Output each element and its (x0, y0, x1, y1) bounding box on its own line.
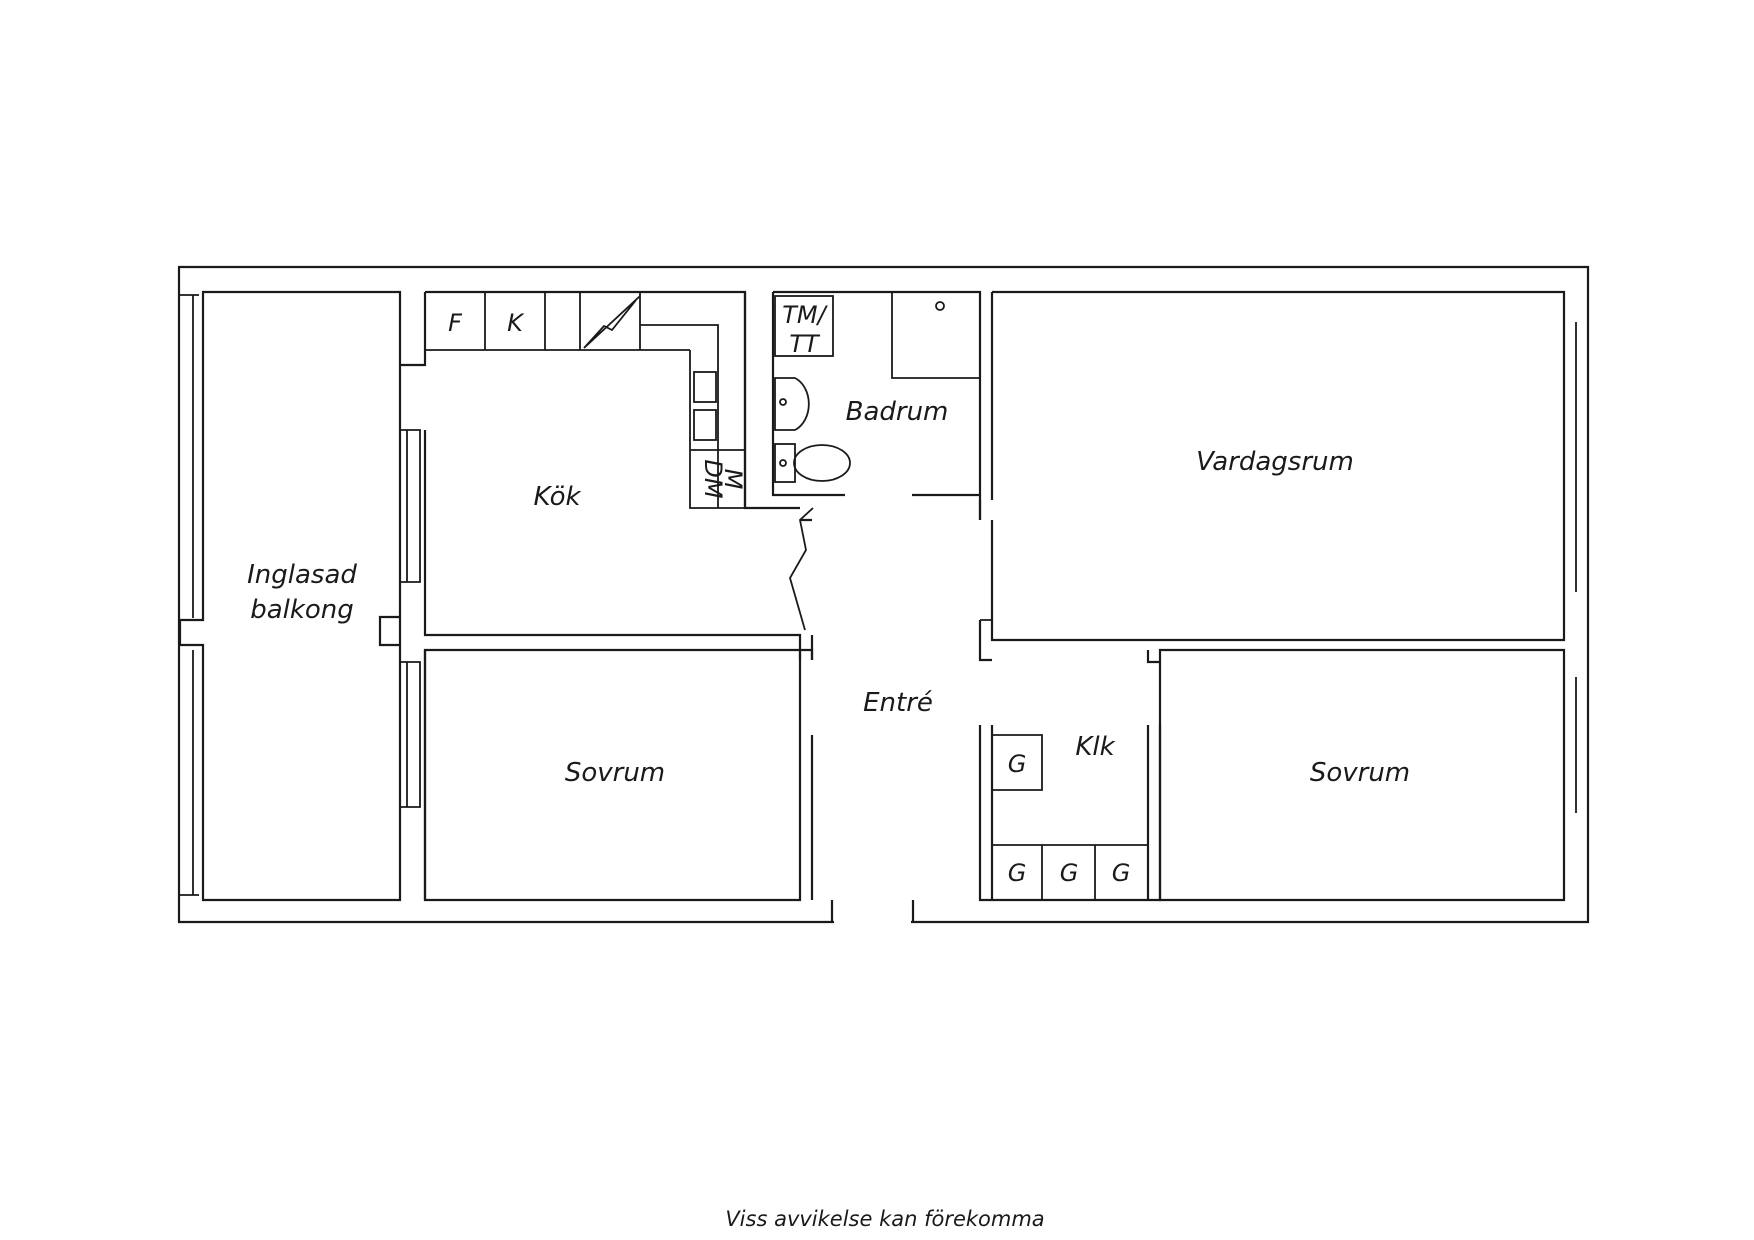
washer-label-line1: TM/ (782, 301, 828, 329)
balcony-walls (178, 290, 421, 902)
kitchen-label: Kök (533, 482, 581, 512)
balcony-label-line1: Inglasad (247, 560, 357, 590)
bedroom-left-label: Sovrum (565, 758, 665, 788)
bathroom-walls (743, 290, 982, 660)
fridge-label: F (448, 309, 463, 337)
closet-label: Klk (1075, 732, 1115, 762)
outer-wall (177, 265, 1590, 924)
freezer-label: K (507, 309, 525, 337)
washer-label-line2: TT (789, 330, 821, 358)
wardrobe-label: G (1008, 859, 1027, 887)
kitchen-walls (400, 290, 802, 900)
microwave-label: M (719, 469, 747, 490)
wardrobe-label: G (1060, 859, 1079, 887)
wardrobe-label: G (1008, 750, 1027, 778)
bedroom-right-walls (1146, 648, 1566, 902)
entrance-opening (830, 900, 915, 925)
balcony-label-line2: balkong (250, 595, 354, 625)
disclaimer-note: Viss avvikelse kan förekomma (725, 1207, 1044, 1231)
wardrobe-label: G (1112, 859, 1131, 887)
living-walls (978, 290, 1566, 662)
living-room-label: Vardagsrum (1196, 447, 1354, 477)
bedroom-left-walls (423, 648, 814, 902)
bedroom-right-label: Sovrum (1310, 758, 1410, 788)
bathroom-label: Badrum (846, 397, 949, 427)
hall-label: Entré (863, 688, 933, 718)
dishwasher-label: DM (699, 459, 727, 498)
